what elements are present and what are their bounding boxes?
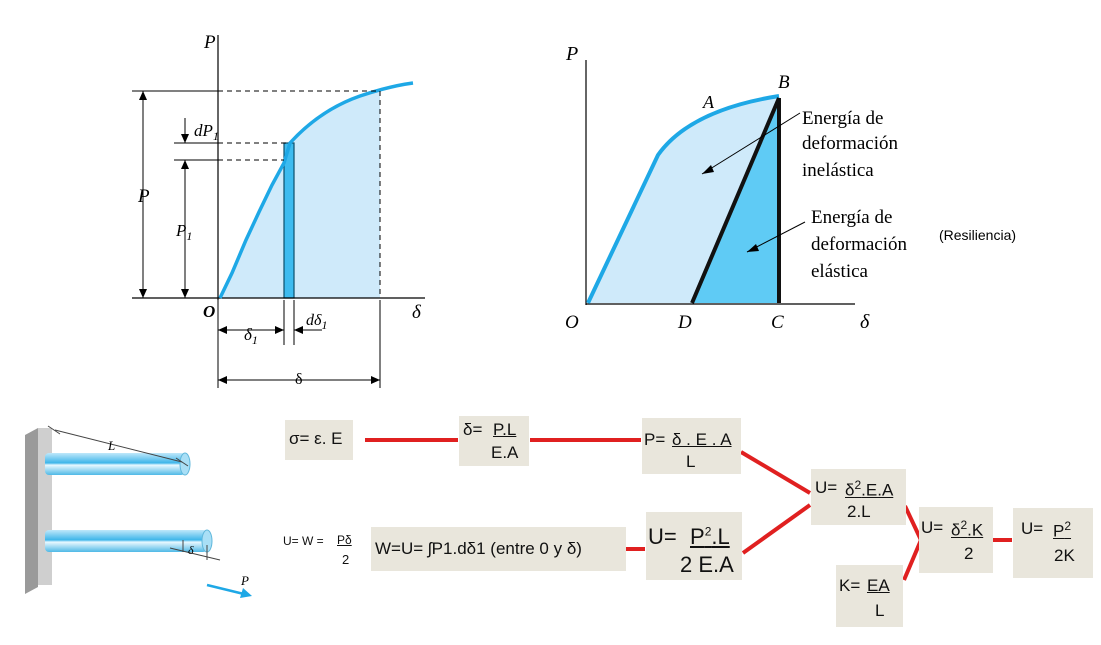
p1-label: P1 bbox=[175, 221, 192, 243]
load-deformation-diagram: P δ O dP1 P P1 δ1 dδ1 δ bbox=[132, 32, 425, 388]
formula-p-num: δ . E . A bbox=[672, 430, 732, 449]
connector-6 bbox=[902, 539, 923, 581]
point-d: D bbox=[677, 312, 692, 333]
formula-delta-lhs: δ= bbox=[463, 420, 483, 439]
force-arrow bbox=[206, 583, 249, 597]
p1-arrow-up bbox=[181, 160, 189, 169]
p-axis-label: P bbox=[203, 32, 216, 53]
delta-arrow-l bbox=[218, 376, 227, 384]
delta1-arrow-l bbox=[218, 326, 227, 334]
elastic-label-1: Energía de bbox=[811, 207, 892, 228]
formula-integral: W=U= ʃP1.dδ1 (entre 0 y δ) bbox=[371, 527, 626, 571]
formula-u1-lhs: U= bbox=[815, 478, 838, 497]
inelastic-pointer-head bbox=[702, 165, 714, 174]
elastic-pointer-head bbox=[747, 244, 759, 252]
formula-u-delta-k: U= δ2.K 2 bbox=[919, 507, 993, 573]
connector-4 bbox=[741, 503, 812, 555]
bars-illustration: L δ P bbox=[25, 425, 252, 598]
formula-delta: δ= P.L E.A bbox=[459, 416, 529, 466]
delta-bar-label: δ bbox=[188, 543, 194, 557]
p-dim-arrow-down bbox=[139, 289, 147, 298]
formula-delta-den: E.A bbox=[491, 443, 519, 462]
formula-u1-den: 2.L bbox=[847, 502, 871, 521]
delta1-arrow-r bbox=[275, 326, 284, 334]
formula-u3-lhs: U= bbox=[1021, 519, 1044, 538]
ddelta-arrow bbox=[294, 326, 303, 334]
formula-hooke: σ= ε. E bbox=[285, 420, 353, 460]
point-o: O bbox=[565, 312, 579, 333]
formula-delta-num: P.L bbox=[493, 420, 517, 439]
formula-u1-num: δ2.E.A bbox=[845, 478, 894, 500]
dp1-arrow bbox=[181, 134, 189, 143]
inelastic-pointer bbox=[701, 112, 801, 175]
formula-u3-num: P2 bbox=[1053, 519, 1072, 541]
p-total-label: P bbox=[137, 186, 150, 207]
loading-curve bbox=[586, 94, 780, 304]
formula-work-den: 2 bbox=[342, 552, 350, 567]
dp1-label: dP1 bbox=[194, 121, 219, 143]
force-label: P bbox=[240, 573, 249, 588]
formula-u2-num: δ2.K bbox=[951, 518, 984, 540]
connector-3 bbox=[739, 450, 812, 495]
formula-hooke-text: σ= ε. E bbox=[289, 429, 343, 448]
wall-top bbox=[25, 428, 38, 517]
delta-axis-label-2: δ bbox=[860, 311, 870, 333]
hysteresis-diagram: P δ O A B C D Energía de deformación ine… bbox=[565, 43, 908, 333]
point-b: B bbox=[778, 72, 790, 93]
formula-p: P= δ . E . A L bbox=[642, 418, 741, 474]
p-axis-label-2: P bbox=[565, 43, 578, 65]
resilience-label: (Resiliencia) bbox=[939, 227, 1017, 243]
area-under-curve bbox=[220, 90, 380, 298]
formula-u3-den: 2K bbox=[1054, 546, 1075, 565]
formula-k-num: EA bbox=[867, 576, 890, 595]
inelastic-label-2: deformación bbox=[802, 133, 899, 154]
elastic-label-2: deformación bbox=[811, 234, 908, 255]
formula-u4-lhs: U= bbox=[648, 524, 677, 549]
formula-integral-text: W=U= ʃP1.dδ1 (entre 0 y δ) bbox=[375, 539, 582, 558]
origin-label: O bbox=[203, 302, 215, 321]
formula-u-p-k: U= P2 2K bbox=[1013, 508, 1093, 578]
elastic-label-3: elástica bbox=[811, 261, 869, 282]
delta-axis-label: δ bbox=[412, 302, 422, 323]
rod-top bbox=[45, 453, 185, 475]
l-label: L bbox=[107, 438, 115, 453]
inelastic-label-1: Energía de bbox=[802, 108, 883, 129]
formula-k-den: L bbox=[875, 601, 885, 620]
formula-u4-num: P2.L bbox=[690, 524, 730, 549]
delta-total-label: δ bbox=[295, 371, 303, 388]
formula-work-num: Pδ bbox=[337, 533, 352, 547]
point-a: A bbox=[702, 92, 715, 112]
formula-u2-lhs: U= bbox=[921, 518, 944, 537]
formula-k-lhs: K= bbox=[839, 576, 861, 595]
l-tick-b bbox=[175, 457, 189, 467]
wall-bottom bbox=[25, 505, 38, 594]
ddelta1-label: dδ1 bbox=[306, 312, 327, 332]
formula-k: K= EA L bbox=[836, 565, 903, 627]
load-curve bbox=[218, 81, 414, 299]
formula-u2-den: 2 bbox=[964, 544, 974, 563]
formula-p-den: L bbox=[686, 452, 696, 471]
formula-u-delta-ea: U= δ2.E.A 2.L bbox=[811, 469, 906, 525]
formula-u-p-l: U= P2.L 2 E.A bbox=[646, 512, 742, 580]
formula-p-lhs: P= bbox=[644, 430, 666, 449]
l-tick-a bbox=[47, 425, 61, 435]
formula-u4-den: 2 E.A bbox=[680, 552, 734, 577]
rod-bottom bbox=[45, 530, 207, 552]
force-arrow-head bbox=[240, 588, 252, 598]
l-dim bbox=[54, 429, 183, 463]
delta1-label: δ1 bbox=[244, 325, 258, 347]
inelastic-area bbox=[588, 96, 779, 303]
unloading-line bbox=[690, 97, 781, 304]
formula-work: U= W = Pδ 2 bbox=[282, 522, 366, 574]
delta-dim-bar bbox=[169, 547, 221, 561]
point-c: C bbox=[771, 312, 784, 333]
formula-work-lhs: U= W = bbox=[283, 534, 324, 548]
inelastic-label-3: inelástica bbox=[802, 160, 874, 181]
p-dim-arrow-up bbox=[139, 91, 147, 100]
p1-arrow-down bbox=[181, 289, 189, 298]
connector-5 bbox=[903, 505, 923, 541]
delta-arrow-r bbox=[371, 376, 380, 384]
